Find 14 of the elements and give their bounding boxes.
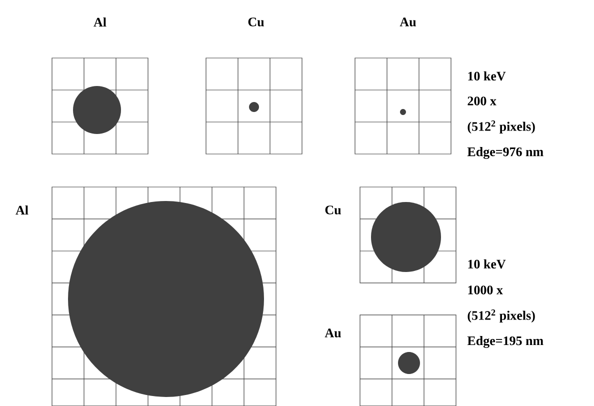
label: Edge=976 nm <box>467 147 544 159</box>
label: Au <box>324 328 341 338</box>
label: Al <box>94 17 106 26</box>
label: 200 x <box>468 96 496 106</box>
label: 1000 x <box>468 286 503 294</box>
label: (512$^{2}$ pixels) <box>468 120 535 134</box>
label: (512$^{2}$ pixels) <box>468 309 535 323</box>
label: 10 keV <box>468 259 506 269</box>
label: Al <box>16 205 28 214</box>
label: 10 keV <box>468 71 506 81</box>
label: Cu <box>325 206 341 214</box>
label: Cu <box>248 18 264 26</box>
label: Edge=195 nm <box>467 336 544 348</box>
label: Au <box>400 18 416 26</box>
